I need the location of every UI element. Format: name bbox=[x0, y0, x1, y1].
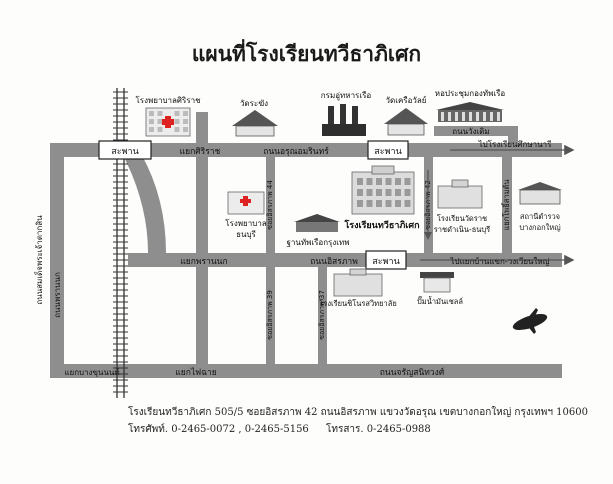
svg-text:สถานีตำรวจ: สถานีตำรวจ bbox=[520, 212, 560, 221]
road-curve-siriraj-band bbox=[130, 154, 166, 254]
road-arun-amarin bbox=[50, 143, 562, 157]
footer-fax: โทรสาร. 0-2465-0988 bbox=[325, 424, 431, 435]
svg-text:โรงเรียนวัดราช: โรงเรียนวัดราช bbox=[437, 214, 487, 223]
compass-plane-icon bbox=[512, 308, 548, 334]
label-soi-39: ซอยอิสรภาพ 39 bbox=[266, 290, 274, 340]
road-curve-siriraj bbox=[124, 157, 160, 253]
bridge-label-3: สะพาน bbox=[372, 257, 399, 267]
bridge-arun-amarin: สะพาน bbox=[367, 140, 409, 160]
svg-text:ฐานทัพเรือกรุงเทพ: ฐานทัพเรือกรุงเทพ bbox=[286, 238, 349, 247]
road-soi-37 bbox=[318, 267, 327, 364]
label-itsaraphap: ถนนอิสรภาพ bbox=[310, 257, 358, 267]
label-phran-nok-road: ถนนพรานนก bbox=[53, 272, 62, 318]
landmark-gas-station: ปั๊มน้ำมันเชลล์ bbox=[417, 272, 463, 306]
road-itsaraphap bbox=[128, 253, 562, 267]
road-somdet-phrachao-taksin bbox=[50, 143, 64, 378]
footer-contacts: โทรศัพท์. 0-2465-0072 , 0-2465-5156 โทรส… bbox=[128, 422, 445, 437]
railway-track bbox=[113, 88, 128, 398]
bridge-itsaraphap: สะพาน bbox=[365, 250, 407, 270]
svg-text:วัดระฆัง: วัดระฆัง bbox=[240, 99, 268, 108]
label-fai-chai: แยกไฟฉาย bbox=[175, 367, 216, 378]
label-to-wongwian-yai: ไปแยกบ้านแขก-วงเวียนใหญ่ bbox=[450, 257, 550, 266]
label-soi-44: ซอยอิสรภาพ 44 bbox=[266, 180, 274, 230]
road-phran-nok bbox=[196, 112, 208, 378]
landmark-rajadamnern-school: โรงเรียนวัดราช ราชดำเนิน-ธนบุรี bbox=[434, 179, 490, 234]
label-school: โรงเรียนทวีธาภิเศก bbox=[343, 219, 419, 231]
road-soi-44 bbox=[266, 157, 275, 253]
svg-text:โรงพยาบาล: โรงพยาบาล bbox=[225, 218, 267, 228]
landmark-navy-base: ฐานทัพเรือกรุงเทพ bbox=[286, 214, 350, 247]
landmark-thonburi-hospital: โรงพยาบาล ธนบุรี bbox=[225, 191, 267, 239]
svg-text:ราชดำเนิน-ธนบุรี: ราชดำเนิน-ธนบุรี bbox=[434, 225, 490, 234]
road-wang-doem bbox=[434, 126, 518, 136]
road-charansanitwong bbox=[50, 364, 562, 378]
bridge-label-1: สะพาน bbox=[111, 147, 138, 157]
landmark-sinorot-school: โรงเรียนชิโนรสวิทยาลัย bbox=[319, 268, 397, 308]
svg-text:วัดเครือวัลย์: วัดเครือวัลย์ bbox=[386, 95, 427, 105]
label-charansanitwong: ถนนจรัญสนิทวงศ์ bbox=[380, 367, 445, 378]
road-phet-kasem bbox=[502, 157, 512, 253]
svg-text:กรมอู่ทหารเรือ: กรมอู่ทหารเรือ bbox=[321, 91, 372, 101]
map-title: แผนที่โรงเรียนทวีธาภิเศก bbox=[191, 41, 422, 66]
label-phet-kasem: แยกโพธิ์สามต้น bbox=[501, 179, 511, 230]
landmark-navy-dept: กรมอู่ทหารเรือ bbox=[321, 91, 372, 136]
landmark-navy-hall: หอประชุมกองทัพเรือ bbox=[435, 89, 506, 122]
road-soi-39 bbox=[266, 267, 275, 364]
road-network bbox=[50, 112, 562, 378]
label-arun-amarin: ถนนอรุณอมรินทร์ bbox=[263, 146, 329, 157]
svg-text:ธนบุรี: ธนบุรี bbox=[236, 230, 256, 239]
bridge-siriraj: สะพาน bbox=[98, 140, 152, 160]
svg-text:ปั๊มน้ำมันเชลล์: ปั๊มน้ำมันเชลล์ bbox=[417, 296, 463, 306]
label-bang-khun-non: แยกบางขุนนนท์ bbox=[64, 367, 119, 377]
footer-address: โรงเรียนทวีธาภิเศก 505/5 ซอยอิสรภาพ 42 ถ… bbox=[128, 407, 588, 418]
landmark-school: โรงเรียนทวีธาภิเศก bbox=[343, 165, 420, 231]
landmark-police-station: สถานีตำรวจ บางกอกใหญ่ bbox=[518, 182, 562, 232]
svg-text:หอประชุมกองทัพเรือ: หอประชุมกองทัพเรือ bbox=[435, 89, 506, 98]
label-siriraj-intersection: แยกศิริราช bbox=[180, 147, 221, 157]
label-somdet-taksin: ถนนสมเด็จพระเจ้าตากสิน bbox=[34, 215, 44, 305]
label-wang-doem: ถนนวังเดิม bbox=[452, 127, 489, 136]
landmark-wat-rakhang: วัดระฆัง bbox=[232, 99, 278, 137]
label-to-school-north: ไปโรงเรียนศึกษานารี bbox=[478, 139, 552, 149]
bridge-label-2: สะพาน bbox=[374, 147, 401, 157]
road-wang-doem-connector bbox=[508, 126, 518, 146]
footer-phone: โทรศัพท์. 0-2465-0072 , 0-2465-5156 bbox=[128, 424, 309, 435]
label-soi-37: ซอยอิสรภาพ 37 bbox=[318, 290, 326, 340]
label-phran-nok-intersection: แยกพรานนก bbox=[180, 257, 227, 267]
landmark-siriraj-hospital: โรงพยาบาลศิริราช bbox=[135, 95, 201, 137]
svg-text:โรงเรียนชิโนรสวิทยาลัย: โรงเรียนชิโนรสวิทยาลัย bbox=[319, 299, 396, 308]
svg-text:บางกอกใหญ่: บางกอกใหญ่ bbox=[519, 223, 560, 232]
svg-text:โรงพยาบาลศิริราช: โรงพยาบาลศิริราช bbox=[135, 95, 201, 105]
landmark-wat-khruea-wan: วัดเครือวัลย์ bbox=[384, 95, 428, 136]
